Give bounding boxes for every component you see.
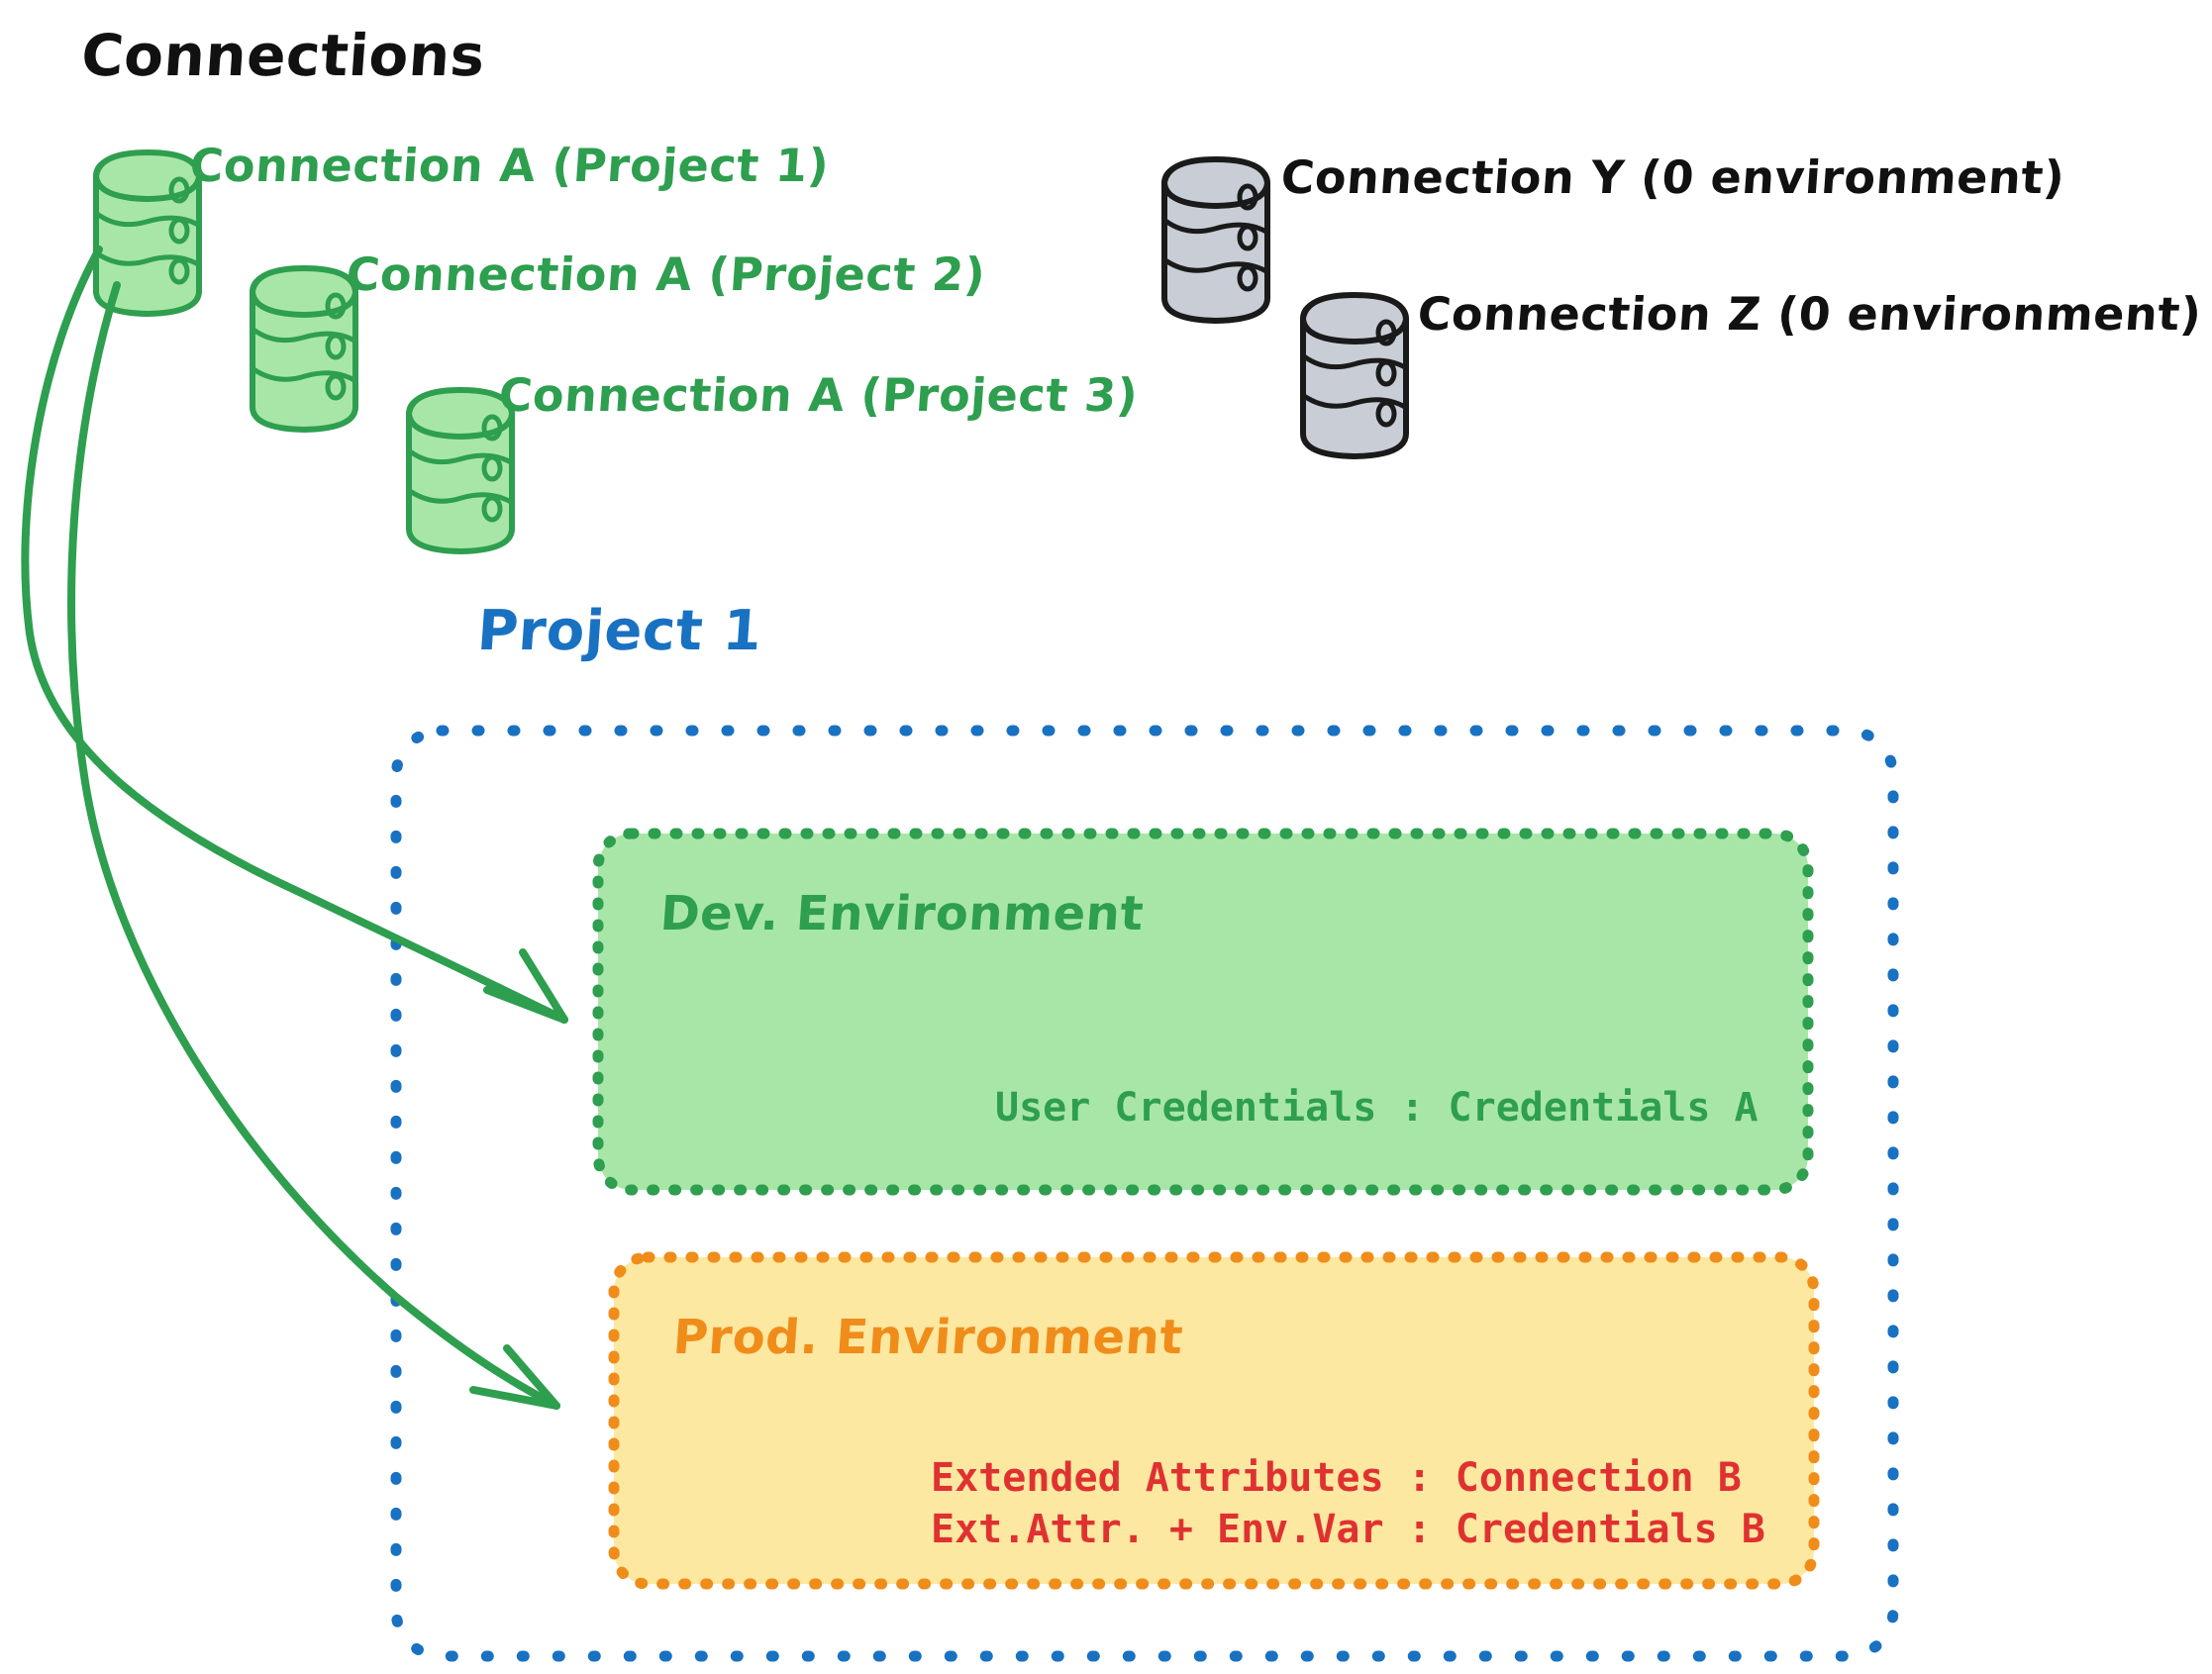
database-icon-connection-a-project-2[interactable]: [249, 264, 359, 433]
connection-label-a-project-3: Connection A (Project 3): [497, 368, 1141, 422]
project-boundary-box: [390, 725, 1899, 1662]
prod-environment-box[interactable]: [608, 1251, 1820, 1590]
prod-environment-title: Prod. Environment: [671, 1310, 1185, 1365]
dev-environment-line-1: User Credentials : Credentials A: [995, 1085, 1759, 1131]
arrow-to-prod-environment: [67, 281, 560, 1410]
database-icon-connection-z[interactable]: [1299, 291, 1410, 459]
dev-environment-box[interactable]: [592, 828, 1814, 1196]
page-title: Connections: [79, 22, 488, 89]
connection-label-a-project-2: Connection A (Project 2): [345, 247, 988, 301]
prod-environment-line-1: Extended Attributes : Connection B: [931, 1455, 1742, 1501]
database-icon-connection-a-project-3[interactable]: [405, 386, 516, 554]
dev-environment-title: Dev. Environment: [658, 886, 1146, 941]
arrow-to-dev-environment: [21, 246, 568, 1024]
prod-environment-line-2: Ext.Attr. + Env.Var : Credentials B: [931, 1507, 1765, 1552]
database-icon-connection-a-project-1[interactable]: [92, 148, 203, 317]
connection-label-a-project-1: Connection A (Project 1): [188, 139, 832, 192]
database-icon-connection-y[interactable]: [1160, 155, 1271, 324]
connection-label-y: Connection Y (0 environment): [1279, 150, 2067, 204]
project-title: Project 1: [475, 599, 764, 663]
connection-label-z: Connection Z (0 environment): [1416, 287, 2204, 341]
